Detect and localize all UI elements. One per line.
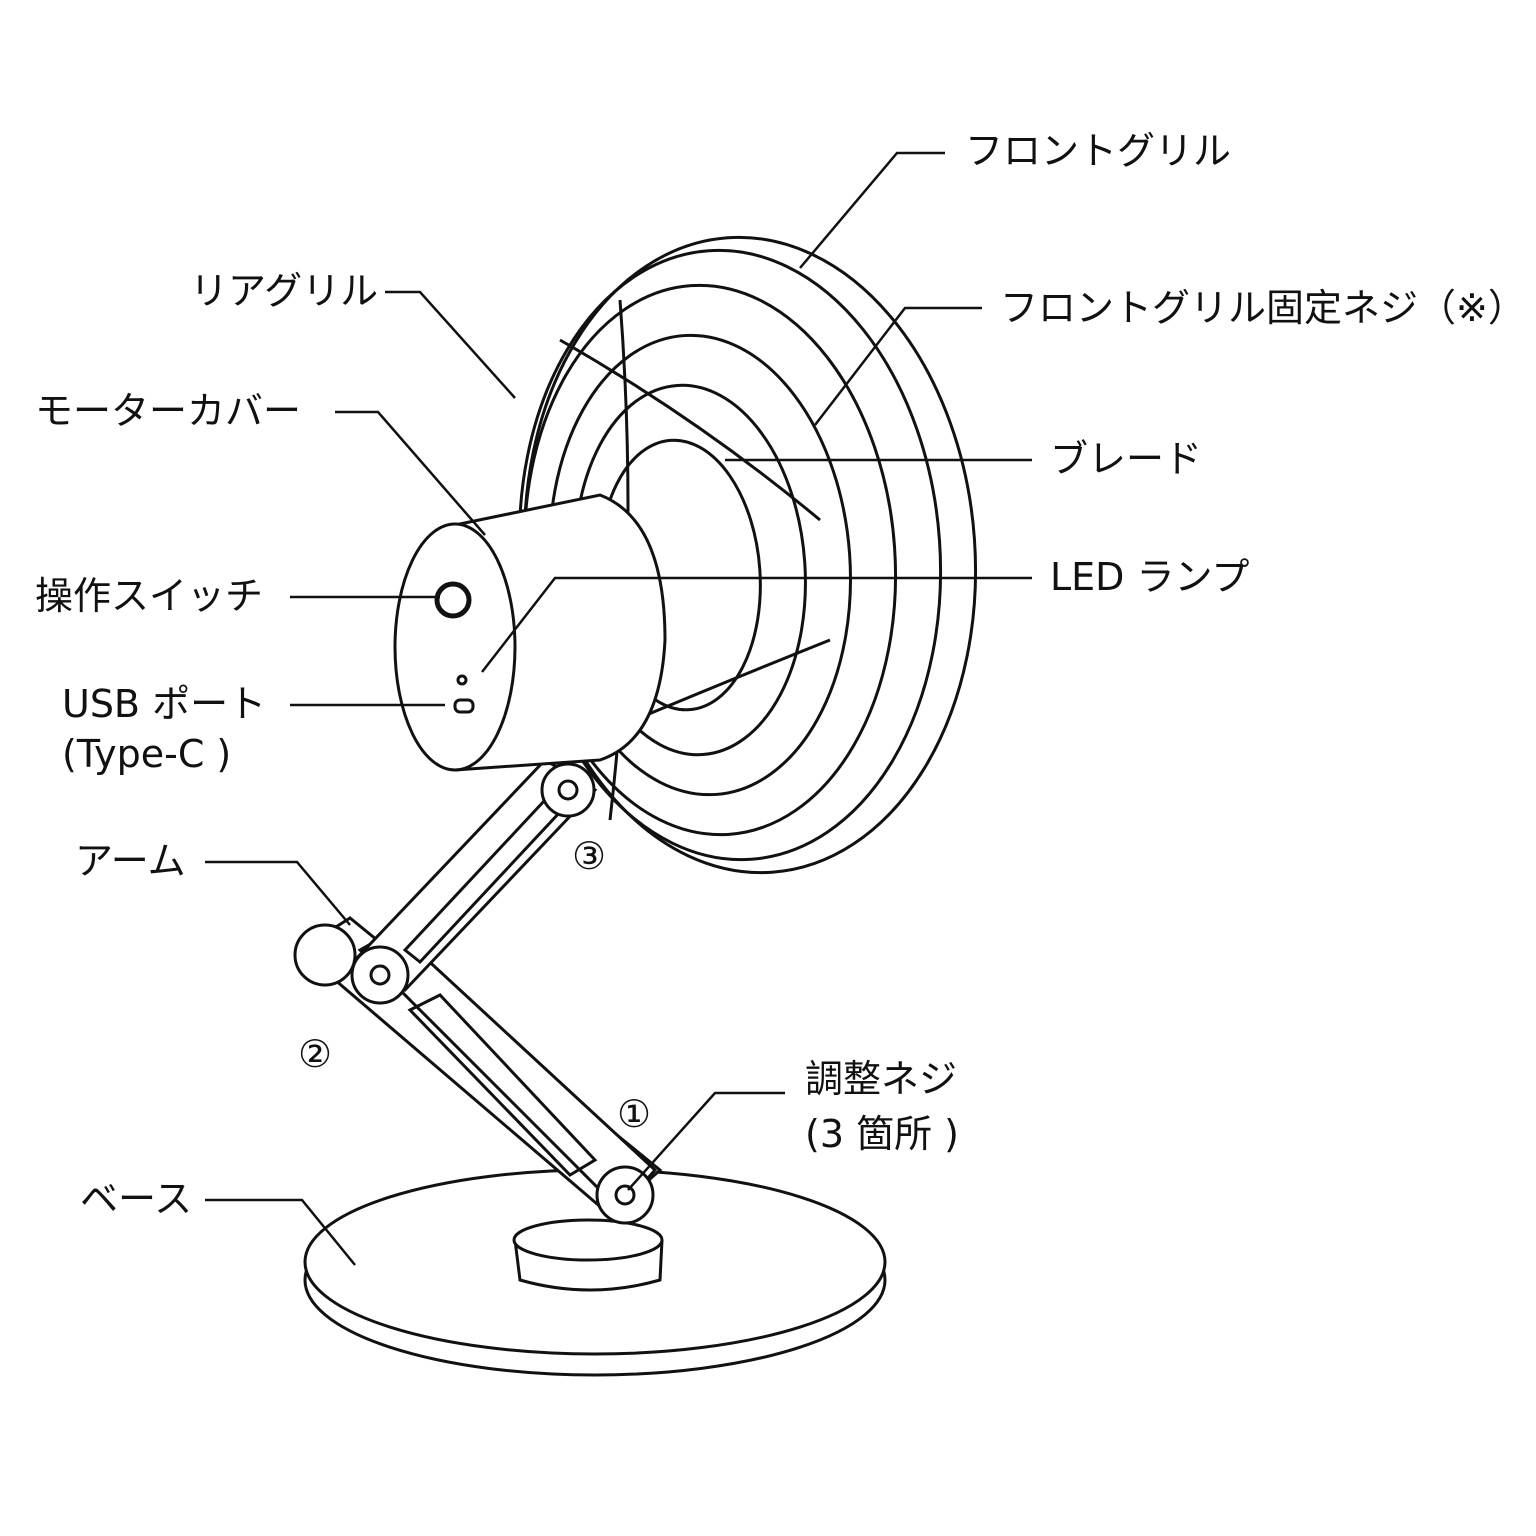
motor-cover-drawing — [393, 493, 667, 772]
label-blade: ブレード — [1050, 437, 1203, 481]
joint-marker-3: ③ — [572, 834, 607, 878]
joint-marker-1: ① — [617, 1092, 652, 1136]
label-usb-port-type: (Type-C ) — [62, 732, 232, 776]
label-adjust-screw: 調整ネジ — [805, 1057, 958, 1101]
label-motor-cover: モーターカバー — [35, 389, 302, 433]
label-rear-grill: リアグリル — [190, 269, 379, 313]
leader-lines — [205, 151, 1032, 1266]
joint-marker-2: ② — [298, 1032, 333, 1076]
label-arm: アーム — [75, 839, 186, 883]
base-drawing — [303, 1168, 887, 1377]
label-usb-port: USB ポート — [62, 682, 267, 726]
label-led-lamp: LED ランプ — [1050, 555, 1250, 599]
label-control-switch: 操作スイッチ — [35, 574, 264, 618]
label-base: ベース — [80, 1177, 193, 1221]
label-adjust-screw-count: (3 箇所 ) — [805, 1112, 959, 1156]
arm-drawing — [293, 758, 663, 1225]
label-front-grill: フロントグリル — [965, 129, 1232, 173]
label-front-grill-screw: フロントグリル固定ネジ（※） — [1000, 286, 1526, 330]
